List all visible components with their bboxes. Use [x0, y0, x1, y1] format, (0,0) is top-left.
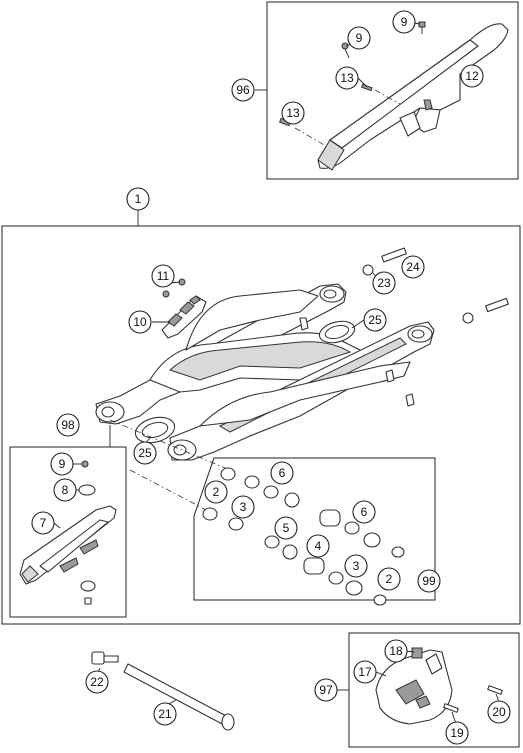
svg-text:10: 10: [133, 315, 147, 329]
callout-23: 23: [372, 271, 396, 295]
callout-97: 97: [314, 678, 338, 702]
washer-8: [78, 484, 96, 496]
svg-text:3: 3: [240, 500, 247, 514]
callout-9-top-left: 9: [347, 26, 371, 50]
slider-nut: [80, 580, 96, 605]
screw-9-left: [341, 42, 350, 59]
callout-17: 17: [353, 660, 377, 684]
screw-9-slider: [81, 460, 89, 468]
bearing-set-lower: [202, 507, 387, 606]
adjuster-pin: [381, 247, 509, 313]
callout-20: 20: [487, 700, 511, 724]
callout-11: 11: [151, 264, 175, 288]
svg-text:3: 3: [353, 559, 360, 573]
callout-9-slider: 9: [50, 452, 74, 476]
pivot-nut: [91, 651, 119, 665]
svg-text:1: 1: [135, 192, 142, 206]
svg-text:19: 19: [450, 726, 464, 740]
callout-24: 24: [401, 255, 425, 279]
callout-10: 10: [128, 310, 152, 334]
svg-text:22: 22: [90, 675, 104, 689]
screw-11: [162, 278, 186, 298]
callout-25-lower: 25: [133, 441, 157, 465]
svg-text:6: 6: [361, 505, 368, 519]
screw-19: [443, 703, 459, 713]
svg-text:4: 4: [315, 539, 322, 553]
callout-18: 18: [384, 639, 408, 663]
bearing-kit-frame: [193, 457, 436, 601]
callout-9-top-right: 9: [392, 10, 416, 34]
callout-2-lower: 2: [377, 567, 401, 591]
svg-text:18: 18: [389, 644, 403, 658]
svg-text:23: 23: [377, 276, 391, 290]
svg-text:11: 11: [157, 269, 170, 283]
chain-guard-assembly-frame: [266, 1, 519, 180]
svg-text:6: 6: [279, 466, 286, 480]
callout-3-upper: 3: [231, 495, 255, 519]
svg-text:9: 9: [401, 15, 408, 29]
svg-text:24: 24: [406, 260, 420, 274]
bearing-set-upper: [220, 467, 405, 558]
callout-2-upper: 2: [204, 480, 228, 504]
chain-slider-part: [161, 295, 207, 339]
svg-text:17: 17: [358, 665, 372, 679]
callout-4: 4: [306, 534, 330, 558]
callout-21: 21: [153, 702, 177, 726]
svg-text:7: 7: [40, 516, 47, 530]
svg-text:13: 13: [286, 106, 300, 120]
callout-5: 5: [274, 516, 298, 540]
svg-text:99: 99: [422, 574, 436, 588]
svg-text:8: 8: [62, 483, 69, 497]
callout-1: 1: [126, 187, 150, 211]
callout-12: 12: [460, 64, 484, 88]
rubber-ring-lower: [134, 416, 176, 444]
svg-text:96: 96: [236, 83, 250, 97]
callout-25-upper: 25: [363, 308, 387, 332]
callout-8: 8: [53, 478, 77, 502]
chain-guide: [375, 649, 453, 725]
svg-text:20: 20: [492, 705, 506, 719]
callout-6-upper: 6: [270, 461, 294, 485]
svg-text:97: 97: [319, 683, 333, 697]
svg-text:9: 9: [356, 31, 363, 45]
svg-text:21: 21: [158, 707, 172, 721]
svg-text:12: 12: [465, 69, 479, 83]
callout-13-lower: 13: [281, 101, 305, 125]
svg-text:25: 25: [138, 446, 152, 460]
svg-text:98: 98: [61, 418, 75, 432]
svg-text:2: 2: [213, 485, 220, 499]
screw-13-upper: [360, 83, 373, 92]
callout-3-lower: 3: [344, 554, 368, 578]
callout-96: 96: [231, 78, 255, 102]
chain-slider: [19, 505, 117, 585]
callout-13-upper: 13: [335, 66, 359, 90]
callout-7: 7: [31, 511, 55, 535]
swingarm: [95, 283, 435, 461]
callout-22: 22: [85, 670, 109, 694]
svg-text:2: 2: [386, 572, 393, 586]
swingarm-main-frame: [1, 225, 521, 625]
svg-text:9: 9: [59, 457, 66, 471]
chain-guide-clip: [411, 647, 423, 659]
svg-text:5: 5: [283, 521, 290, 535]
callout-99: 99: [417, 569, 441, 593]
callout-19: 19: [445, 721, 469, 745]
chain-slider-kit-frame: [9, 446, 127, 618]
screw-9-top: [418, 21, 426, 34]
rubber-ring-upper: [318, 320, 356, 344]
adjuster-nut: [362, 264, 474, 324]
svg-text:25: 25: [368, 313, 382, 327]
svg-text:13: 13: [340, 71, 354, 85]
callout-6-lower: 6: [352, 500, 376, 524]
screw-20: [487, 685, 503, 695]
pivot-axle: [123, 663, 235, 731]
callout-98: 98: [56, 413, 80, 437]
chain-guard: [317, 23, 509, 171]
